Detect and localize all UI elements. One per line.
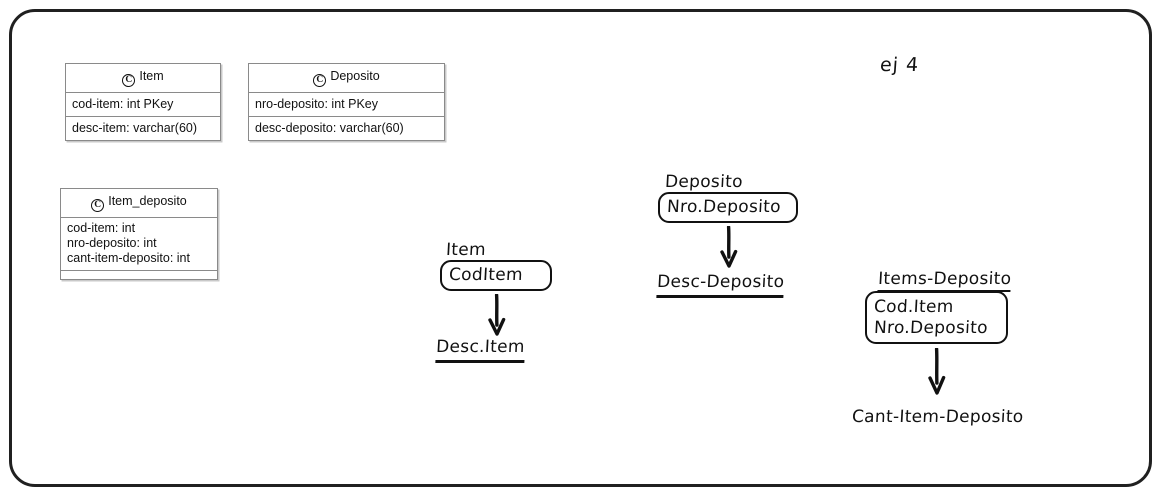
uml-attribute-compartment: cod-item: int PKey: [66, 93, 220, 117]
fd-determinant-box[interactable]: Nro.Deposito: [658, 192, 798, 223]
class-stereotype-icon: C: [313, 74, 327, 87]
class-stereotype-icon: C: [122, 74, 136, 87]
fd-arrow-down-icon: [720, 226, 738, 268]
uml-attribute-compartment: desc-deposito: varchar(60): [249, 117, 444, 140]
uml-attribute-compartment: nro-deposito: int PKey: [249, 93, 444, 117]
fd-relation-title: Item: [445, 240, 487, 260]
fd-relation-title: Items-Deposito: [877, 269, 1012, 292]
fd-determinant-attribute: Nro.Deposito: [666, 197, 782, 217]
uml-attribute: nro-deposito: int: [67, 236, 157, 250]
fd-arrow-down-icon: [488, 294, 506, 336]
uml-class-name: Deposito: [330, 69, 380, 83]
fd-dependent-attribute: Desc.Item: [435, 337, 526, 363]
fd-arrow-down-icon: [928, 348, 946, 395]
uml-attribute: cod-item: int: [67, 221, 136, 235]
uml-class-name: Item: [139, 69, 164, 83]
fd-determinant-box[interactable]: CodItem: [440, 260, 552, 291]
uml-attribute-compartment: desc-item: varchar(60): [66, 117, 220, 140]
fd-dependent-attribute: Desc-Deposito: [656, 272, 785, 298]
fd-determinant-attribute: Nro.Deposito: [873, 317, 989, 338]
uml-attribute-compartment: cod-item: int nro-deposito: int cant-ite…: [61, 218, 217, 271]
uml-class-name: Item_deposito: [108, 194, 187, 208]
fd-determinant-attribute: CodItem: [448, 265, 524, 285]
uml-attribute: cod-item: int PKey: [72, 97, 174, 111]
uml-attribute: desc-deposito: varchar(60): [255, 121, 404, 135]
fd-determinant-box[interactable]: Cod.Item Nro.Deposito: [865, 291, 1008, 344]
uml-attribute: nro-deposito: int PKey: [255, 97, 378, 111]
fd-determinant-attribute: Cod.Item: [873, 296, 955, 317]
handwritten-note: ej 4: [879, 54, 920, 76]
uml-attribute: cant-item-deposito: int: [67, 251, 190, 265]
fd-dependent-attribute: Cant-Item-Deposito: [851, 407, 1025, 427]
class-stereotype-icon: C: [91, 199, 105, 212]
uml-operations-compartment: [61, 271, 217, 279]
uml-attribute: desc-item: varchar(60): [72, 121, 198, 135]
fd-relation-title: Deposito: [664, 172, 744, 192]
